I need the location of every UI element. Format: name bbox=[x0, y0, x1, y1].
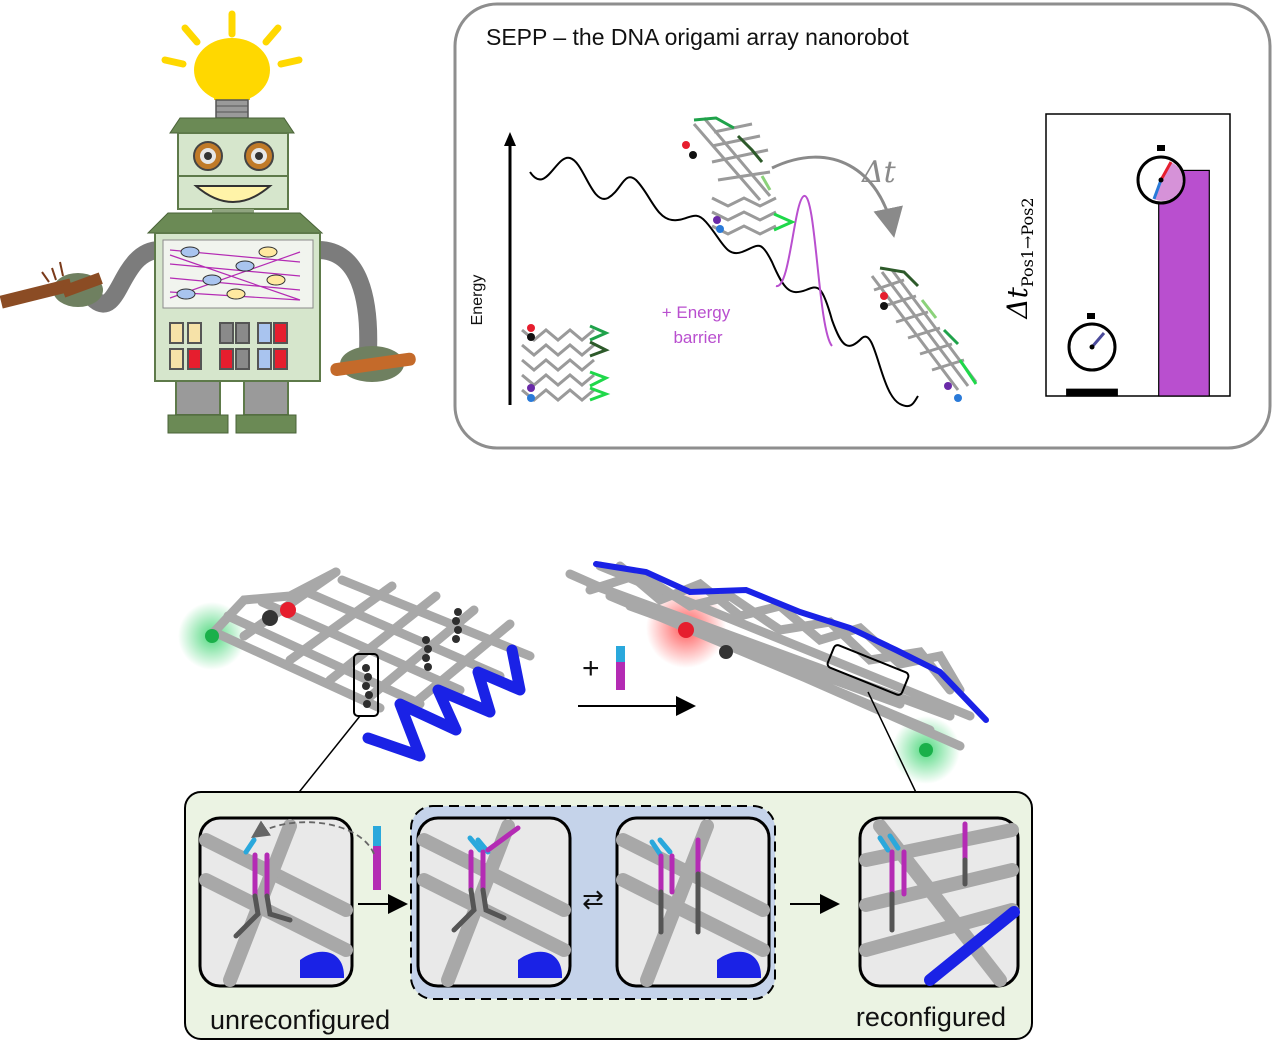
bar-1 bbox=[1066, 388, 1118, 397]
origami-array-unreconfigured bbox=[178, 567, 535, 762]
mechanism-inset: ⇄ unreconfigured reconfigured bbox=[184, 791, 1033, 1040]
energy-barrier-label-line1: + Energy bbox=[662, 303, 731, 322]
origami-array-reconfigured bbox=[565, 561, 989, 784]
energy-barrier-curve bbox=[775, 194, 833, 347]
plus-sign: + bbox=[582, 652, 600, 685]
delta-t-label: Δt bbox=[861, 155, 897, 190]
highlight-box-left bbox=[353, 653, 379, 717]
bar-axis-label-main: Δt bbox=[1001, 286, 1034, 319]
equilibrium-symbol: ⇄ bbox=[582, 884, 604, 914]
bar-chart: ΔtPos1→Pos2 bbox=[1001, 113, 1231, 397]
transition-arrow bbox=[771, 155, 903, 238]
stopwatch-icon bbox=[1067, 313, 1117, 372]
snapshot-unreconfigured bbox=[198, 816, 354, 988]
bar-axis-label: ΔtPos1→Pos2 bbox=[1001, 197, 1037, 319]
highlight-box-right bbox=[826, 644, 910, 696]
bar-2 bbox=[1158, 169, 1210, 397]
snapshot-reconfigured bbox=[858, 816, 1020, 988]
lightbulb-icon bbox=[161, 10, 303, 119]
reaction-arrow: + bbox=[578, 646, 696, 716]
energy-panel: SEPP – the DNA origami array nanorobot E… bbox=[453, 2, 1272, 450]
snapshot-intermediate bbox=[416, 816, 572, 988]
panel-title: SEPP – the DNA origami array nanorobot bbox=[486, 24, 909, 50]
robot-icon bbox=[0, 10, 416, 434]
label-unreconfigured: unreconfigured bbox=[210, 1005, 390, 1035]
energy-landscape-curve bbox=[529, 156, 919, 408]
strand-icon bbox=[616, 646, 625, 662]
origami-schematic-start bbox=[521, 324, 611, 402]
bar-axis-label-sub: Pos1→Pos2 bbox=[1018, 197, 1037, 287]
stopwatch-icon bbox=[1136, 145, 1186, 205]
energy-axis-arrowhead bbox=[504, 132, 516, 146]
free-strand-icon bbox=[373, 826, 381, 846]
energy-axis-label: Energy bbox=[469, 275, 486, 326]
snapshot-hybridized bbox=[615, 816, 771, 988]
label-reconfigured: reconfigured bbox=[856, 1002, 1006, 1032]
binding-arrow bbox=[251, 820, 375, 855]
energy-barrier-label-line2: barrier bbox=[673, 328, 722, 347]
